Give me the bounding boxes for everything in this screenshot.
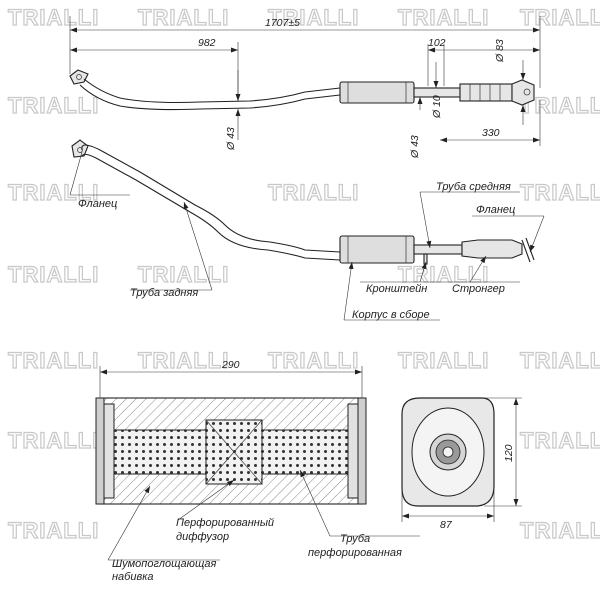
section-end-cap-left	[95, 397, 105, 505]
watermark: TRIALLI	[398, 262, 489, 287]
side-front-flange	[71, 139, 89, 158]
middle-pipe-diameter-label: Ø 43	[409, 135, 421, 159]
top-view-dimensions: 1707±5 982 102 330 Ø 43 Ø 43 Ø 10 Ø 83	[69, 16, 541, 159]
total-length-label: 1707±5	[265, 17, 300, 29]
section-length-label: 290	[221, 359, 240, 371]
label-perforated-pipe-line1: Труба	[340, 533, 370, 545]
watermark: TRIALLI	[520, 348, 600, 373]
leader-line	[343, 261, 354, 321]
label-flange-left: Фланец	[78, 198, 117, 210]
watermark: TRIALLI	[138, 5, 229, 30]
label-absorbent-line1: Шумопоглощающая	[112, 558, 217, 570]
leader-line	[177, 479, 235, 521]
diffuser-hatch	[205, 419, 263, 485]
top-view-assembly	[69, 69, 535, 111]
height-dim-label: 120	[503, 444, 515, 462]
muffler-section-view	[95, 397, 367, 505]
section-dimensions: 290	[99, 359, 363, 398]
watermark: TRIALLI	[138, 348, 229, 373]
bracket-diameter-label: Ø 10	[431, 95, 443, 119]
label-rear-pipe: Труба задняя	[130, 287, 198, 299]
bracket-side	[423, 253, 428, 265]
label-diffuser-line1: Перфорированный	[176, 517, 274, 529]
section-end-cap-right	[357, 397, 367, 505]
label-middle-pipe: Труба средняя	[436, 181, 511, 193]
watermark: TRIALLI	[520, 518, 600, 543]
width-dim-label: 87	[440, 519, 453, 531]
watermark: TRIALLI	[520, 5, 600, 30]
watermark: TRIALLI	[268, 5, 359, 30]
watermark: TRIALLI	[520, 428, 600, 453]
rear-flange-side	[521, 239, 531, 263]
watermark: TRIALLI	[268, 348, 359, 373]
stronger-top	[459, 83, 513, 102]
label-bracket: Кронштейн	[366, 283, 427, 295]
flange-hole	[523, 88, 531, 96]
rear-pipe-upper-edge	[81, 144, 341, 253]
label-perforated-pipe-line2: перфорированная	[308, 547, 402, 559]
watermark: TRIALLI	[8, 93, 99, 118]
label-stronger: Стронгер	[452, 283, 505, 295]
muffler-end-view: 87 120	[401, 397, 522, 531]
watermark: TRIALLI	[138, 262, 229, 287]
label-diffuser-line2: диффузор	[176, 531, 229, 543]
flange-hole	[77, 147, 83, 153]
watermark: TRIALLI	[8, 428, 99, 453]
watermark-grid: TRIALLI TRIALLI TRIALLI TRIALLI TRIALLI …	[7, 4, 600, 543]
muffler-body-top	[339, 81, 415, 104]
front-flange	[69, 69, 89, 85]
watermark: TRIALLI	[520, 180, 600, 205]
flange-hole	[76, 74, 82, 80]
leader-line	[299, 469, 331, 537]
rear-flange-top	[511, 79, 535, 106]
front-length-label: 982	[198, 37, 216, 49]
muffler-body-side	[339, 235, 415, 264]
bracket-dim-label: 102	[428, 37, 446, 49]
front-pipe-lower-edge	[79, 84, 341, 111]
label-absorbent-line2: набивка	[112, 571, 154, 583]
watermark: TRIALLI	[8, 180, 99, 205]
end-view-pipe-core	[442, 446, 454, 458]
flange-pipe-dim-label: 330	[482, 127, 500, 139]
leader-line	[69, 151, 83, 196]
leader-line	[183, 201, 213, 291]
label-body: Корпус в сборе	[352, 309, 430, 321]
leader-line	[419, 261, 427, 283]
watermark: TRIALLI	[398, 5, 489, 30]
stronger-side	[461, 239, 523, 259]
flange-diameter-label: Ø 83	[494, 39, 506, 63]
watermark: TRIALLI	[268, 180, 359, 205]
leader-line	[419, 191, 432, 249]
watermark: TRIALLI	[8, 518, 99, 543]
leader-line	[469, 255, 487, 283]
watermark: TRIALLI	[8, 348, 99, 373]
leader-line	[107, 485, 151, 561]
front-pipe-diameter-label: Ø 43	[225, 127, 237, 151]
watermark: TRIALLI	[8, 5, 99, 30]
watermark: TRIALLI	[8, 262, 99, 287]
watermark: TRIALLI	[398, 348, 489, 373]
rear-flange-side	[525, 237, 535, 261]
section-callouts: Перфорированный диффузор Труба перфориро…	[107, 469, 420, 583]
front-pipe-upper-edge	[83, 78, 341, 104]
leader-line	[529, 215, 545, 253]
rear-pipe-lower-edge	[81, 153, 341, 261]
side-view-assembly	[71, 139, 535, 265]
label-flange-right: Фланец	[476, 204, 515, 216]
side-view-callouts: Фланец Труба задняя Труба средняя Фланец…	[69, 151, 545, 321]
middle-pipe-side	[413, 244, 463, 255]
